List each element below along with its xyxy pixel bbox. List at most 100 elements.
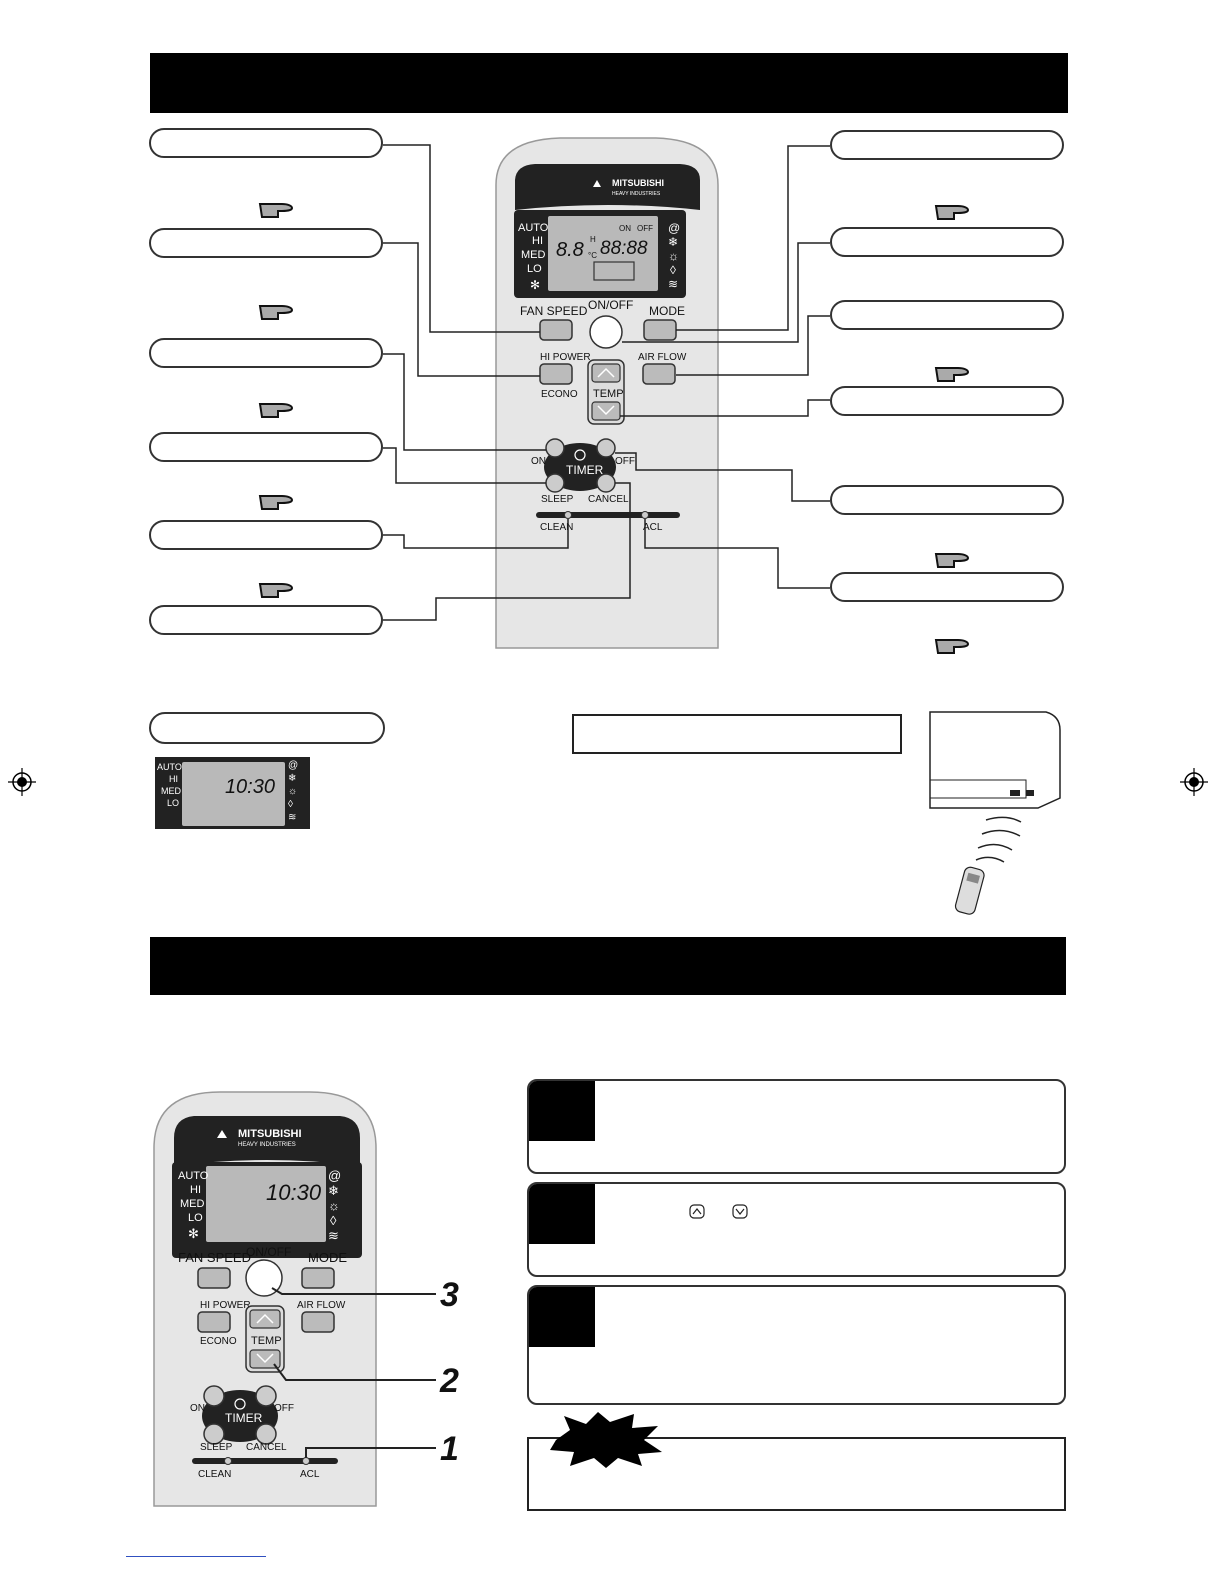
lower-cancel-label: CANCEL	[246, 1442, 287, 1453]
lower-sleep-label: SLEEP	[200, 1442, 233, 1453]
lcd-h: H	[590, 235, 596, 244]
pointing-hand-icon	[934, 639, 970, 654]
lower-clock-icon	[234, 1398, 246, 1410]
small-display: AUTO HI MED LO 10:30 @❄☼◊≋	[155, 757, 310, 829]
on-label: ON	[531, 456, 546, 467]
fan-mode-icon: ≋	[668, 277, 678, 291]
temp-up-icon	[689, 1204, 705, 1219]
lower-brand-logo-icon	[217, 1130, 227, 1138]
sleep-button[interactable]	[545, 473, 565, 493]
clock-icon	[574, 449, 586, 461]
lower-sleep-button[interactable]	[203, 1423, 225, 1445]
lcd-fan-med: MED	[521, 249, 546, 261]
temp-up-button[interactable]	[591, 363, 621, 383]
pointing-hand-icon	[258, 583, 294, 598]
section-header-bar-1	[150, 53, 1068, 113]
lower-clean-switch[interactable]	[224, 1457, 232, 1465]
lower-timer-off-button[interactable]	[255, 1385, 277, 1407]
label-pill-display	[149, 712, 385, 744]
lower-on-off-label: ON/OFF	[246, 1245, 291, 1259]
lower-mode-label: MODE	[308, 1250, 347, 1265]
lower-cool-icon: ❄	[328, 1183, 339, 1198]
sleep-label: SLEEP	[541, 494, 574, 505]
clean-switch[interactable]	[564, 511, 572, 519]
acl-label: ACL	[643, 522, 663, 533]
label-pill-acl	[830, 572, 1064, 602]
lower-hi-power-button[interactable]	[197, 1311, 231, 1333]
step-callout-2: 2	[439, 1362, 459, 1400]
timer-label: TIMER	[566, 463, 604, 477]
auto-mode-icon: @	[668, 221, 680, 235]
lower-fan-speed-button[interactable]	[197, 1267, 231, 1289]
lower-temp-label: TEMP	[251, 1335, 282, 1347]
econo-label: ECONO	[541, 389, 578, 400]
timer-off-button[interactable]	[596, 438, 616, 458]
label-pill-air-flow	[830, 300, 1064, 330]
step-callout-1: 1	[440, 1430, 459, 1468]
lower-timer-label: TIMER	[225, 1411, 263, 1425]
label-pill-cancel	[149, 605, 383, 635]
step-number-block	[529, 1081, 595, 1141]
label-pill-sleep	[149, 432, 383, 462]
label-pill-mode	[830, 130, 1064, 160]
lower-fan-hi: HI	[190, 1184, 201, 1196]
fan-speed-label: FAN SPEED	[520, 304, 588, 318]
pointing-hand-icon	[258, 403, 294, 418]
clean-label: CLEAN	[540, 522, 573, 533]
small-display-time: 10:30	[224, 776, 275, 798]
lower-timer-on-button[interactable]	[203, 1385, 225, 1407]
on-off-button[interactable]	[589, 315, 623, 349]
temp-label: TEMP	[593, 388, 624, 400]
brand-logo-icon	[593, 180, 601, 187]
pointing-hand-icon	[258, 203, 294, 218]
fan-speed-button[interactable]	[539, 319, 573, 341]
lower-auto-icon: @	[328, 1168, 341, 1183]
lcd-fan-hi: HI	[532, 235, 543, 247]
hi-power-econo-button[interactable]	[539, 363, 573, 385]
lower-cancel-button[interactable]	[255, 1423, 277, 1445]
on-off-label: ON/OFF	[588, 298, 633, 312]
lower-lcd-time: 10:30	[266, 1180, 322, 1205]
registration-mark-icon	[8, 768, 36, 796]
lcd-celsius: °C	[588, 251, 597, 260]
lower-dry-icon: ◊	[330, 1213, 337, 1228]
off-label: OFF	[615, 456, 635, 467]
pointing-hand-icon	[258, 495, 294, 510]
registration-mark-icon	[1180, 768, 1208, 796]
mode-button[interactable]	[643, 319, 677, 341]
note-box	[572, 714, 902, 754]
lcd-on: ON	[619, 224, 631, 233]
lower-on-off-button[interactable]	[245, 1259, 283, 1297]
lower-fan-icon: ✻	[188, 1226, 199, 1241]
air-flow-button[interactable]	[642, 363, 676, 385]
fan-icon: ✻	[530, 278, 540, 292]
label-pill-temp	[830, 386, 1064, 416]
lower-clean-label: CLEAN	[198, 1469, 231, 1480]
lcd-temp: 8.8	[556, 239, 584, 261]
brand-text: MITSUBISHI	[612, 178, 664, 188]
label-pill-fan-speed	[149, 128, 383, 158]
small-display-hi: HI	[169, 774, 178, 784]
label-pill-off-timer	[830, 485, 1064, 515]
cool-icon: ❄	[668, 235, 678, 249]
temp-down-button[interactable]	[591, 401, 621, 421]
cancel-button[interactable]	[596, 473, 616, 493]
temp-up-down-icons	[689, 1204, 748, 1219]
lower-mode-button[interactable]	[301, 1267, 335, 1289]
lcd-fan-lo: LO	[527, 263, 542, 275]
brand-subtext: HEAVY INDUSTRIES	[612, 191, 661, 197]
step-number-block	[529, 1184, 595, 1244]
lower-temp-up-button[interactable]	[249, 1309, 281, 1329]
small-display-lo: LO	[167, 798, 180, 808]
timer-on-button[interactable]	[545, 438, 565, 458]
acl-switch[interactable]	[641, 511, 649, 519]
step-box-2	[527, 1182, 1066, 1277]
step-box-1	[527, 1079, 1066, 1174]
cancel-label: CANCEL	[588, 494, 629, 505]
lower-fan-med: MED	[180, 1198, 205, 1210]
lower-air-flow-button[interactable]	[301, 1311, 335, 1333]
lower-heat-icon: ☼	[328, 1198, 340, 1213]
section-header-bar-2	[150, 937, 1066, 995]
lcd-clock: 88:88	[600, 238, 648, 259]
lower-acl-switch[interactable]	[302, 1457, 310, 1465]
